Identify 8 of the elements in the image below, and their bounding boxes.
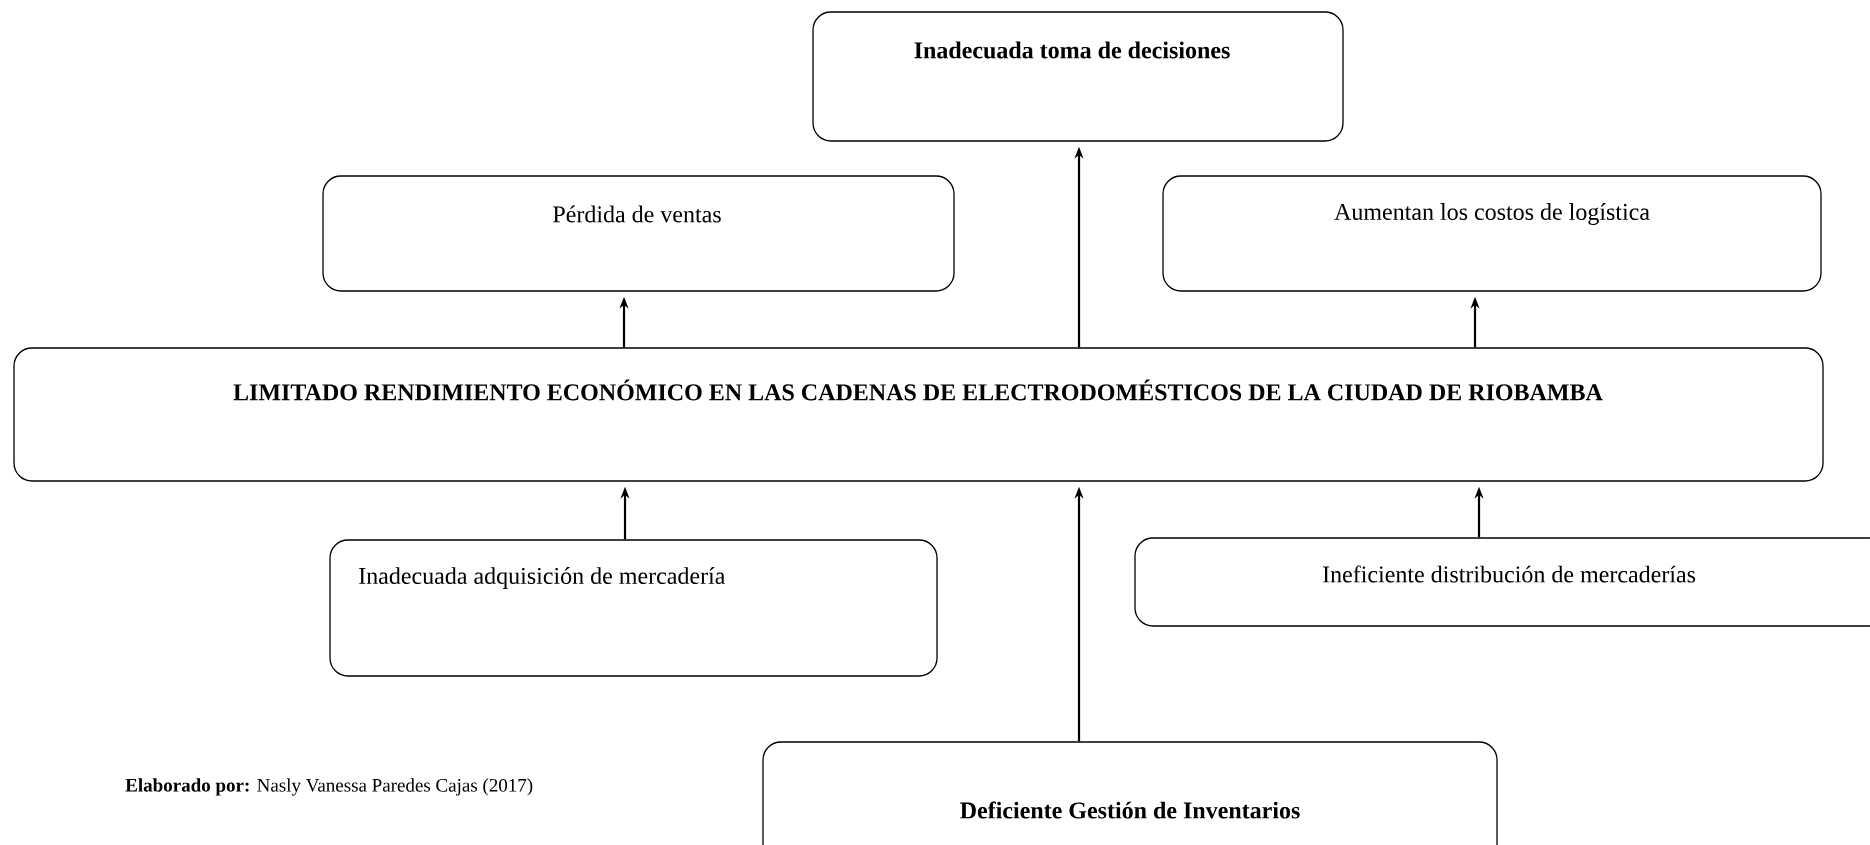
process-box: Deficiente Gestión de Inventarios bbox=[762, 741, 1498, 845]
process-box: Ineficiente distribución de mercaderías bbox=[1134, 537, 1870, 627]
process-box: Inadecuada adquisición de mercadería bbox=[329, 539, 938, 677]
process-box: Inadecuada toma de decisiones bbox=[812, 11, 1344, 142]
process-box: Pérdida de ventas bbox=[322, 175, 955, 292]
process-box: Aumentan los costos de logística bbox=[1162, 175, 1822, 292]
credit-note: Elaborado por: Nasly Vanessa Paredes Cajas (2017) bbox=[125, 778, 533, 796]
process-box: LIMITADO RENDIMIENTO ECONÓMICO EN LAS CADENAS DE ELECTRODOMÉSTICOS DE LA CIUDAD DE RIOBAMBA bbox=[13, 347, 1824, 482]
